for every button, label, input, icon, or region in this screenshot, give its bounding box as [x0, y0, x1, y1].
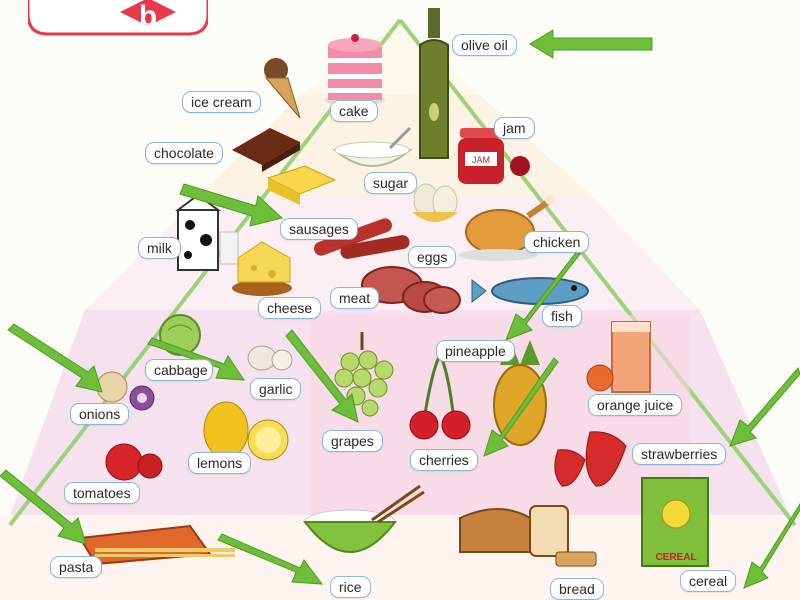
olive-oil-bottle-illustration	[419, 8, 449, 159]
label-pasta: pasta	[50, 556, 103, 578]
cereal-box-text: CEREAL	[655, 552, 696, 563]
arrow-onions	[7, 323, 103, 393]
ice-cream-illustration	[264, 58, 301, 119]
label-sausages: sausages	[280, 218, 358, 240]
arrow-olive-oil	[529, 29, 653, 59]
fish-illustration	[471, 277, 589, 305]
pasta-illustration	[78, 524, 235, 566]
label-onions: onions	[70, 403, 130, 425]
label-sugar: sugar	[364, 172, 418, 194]
logo-letter: b	[139, 0, 157, 33]
strawberries-illustration	[554, 431, 627, 487]
jam-jar-illustration: JAM	[458, 128, 530, 184]
arrow-grapes	[285, 329, 359, 423]
cheese-illustration	[232, 241, 292, 296]
arrow-strawberries	[729, 367, 800, 447]
label-eggs: eggs	[408, 246, 457, 268]
onions-illustration	[96, 371, 155, 411]
label-grapes: grapes	[322, 430, 383, 452]
label-cake: cake	[330, 100, 378, 122]
label-cherries: cherries	[410, 449, 478, 471]
arrow-pineapple	[505, 249, 581, 341]
label-cereal: cereal	[680, 570, 737, 592]
milk-carton-illustration	[175, 193, 239, 271]
label-jam: jam	[494, 117, 535, 139]
label-rice: rice	[330, 576, 371, 598]
meat-illustration	[361, 266, 461, 314]
arrow-sausages	[179, 183, 284, 227]
pyramid-edge-right	[398, 18, 797, 527]
arrow-cereal	[743, 503, 800, 589]
label-olive-oil: olive oil	[452, 34, 517, 56]
label-meat: meat	[330, 287, 380, 309]
label-pineapple: pineapple	[436, 340, 515, 362]
label-fish: fish	[542, 305, 582, 327]
arrow-rice	[217, 533, 324, 585]
eggs-illustration	[412, 183, 458, 222]
label-ice-cream: ice cream	[182, 91, 261, 113]
label-cheese: cheese	[258, 297, 322, 319]
bread-illustration	[459, 505, 597, 567]
garlic-illustration	[247, 345, 293, 371]
arrow-cherries	[483, 357, 559, 457]
cake-illustration	[325, 34, 385, 106]
orange-juice-illustration	[586, 321, 651, 393]
label-lemons: lemons	[188, 452, 252, 474]
label-tomatoes: tomatoes	[64, 482, 140, 504]
label-orange-juice: orange juice	[588, 394, 683, 416]
label-strawberries: strawberries	[632, 443, 727, 465]
grapes-illustration	[334, 332, 394, 417]
cherries-illustration	[409, 351, 471, 440]
arrow-pasta	[0, 469, 87, 545]
label-chicken: chicken	[524, 231, 590, 253]
tomatoes-illustration	[105, 443, 163, 481]
label-bread: bread	[550, 578, 604, 600]
section-logo: b	[28, 0, 208, 36]
label-cabbage: cabbage	[145, 359, 213, 381]
label-chocolate: chocolate	[145, 142, 223, 164]
rice-illustration	[302, 484, 425, 553]
jam-jar-text: JAM	[472, 155, 490, 165]
label-milk: milk	[138, 237, 181, 259]
chocolate-illustration	[232, 128, 300, 172]
butter-illustration	[266, 165, 337, 205]
sugar-bowl-illustration	[332, 126, 413, 167]
lemons-illustration	[203, 401, 289, 461]
chicken-illustration	[458, 195, 555, 261]
cereal-box-illustration: CEREAL	[641, 477, 709, 567]
label-garlic: garlic	[250, 378, 302, 400]
